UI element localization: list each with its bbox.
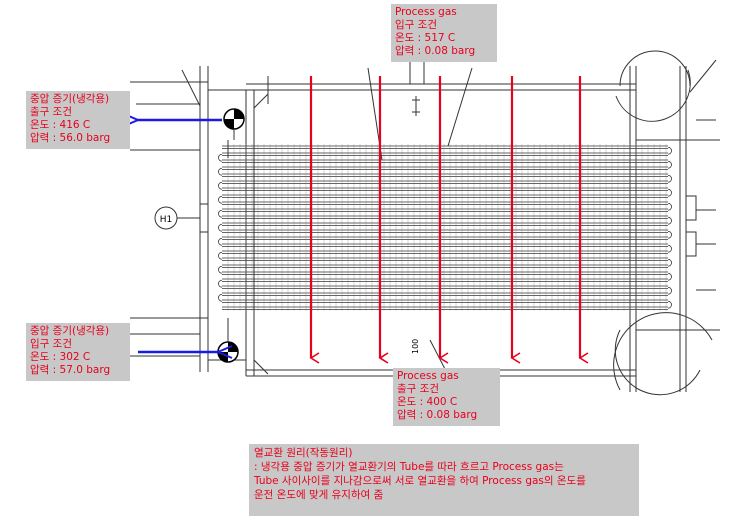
steam-outlet-pressure: 압력 : 56.0 barg: [30, 132, 111, 144]
tube-bend: [218, 293, 223, 302]
tube-bend: [667, 202, 672, 211]
tube-bend: [667, 272, 672, 281]
tube-bend: [218, 251, 223, 260]
process-outlet-label: Process gas 출구 조건 온도 : 400 C 압력 : 0.08 b…: [393, 368, 500, 426]
tube-bend: [667, 244, 672, 253]
process-outlet-title: Process gas: [397, 370, 459, 382]
tube-bend: [667, 286, 672, 295]
principle-note: 열교환 원리(작동원리) : 냉각용 중압 증기가 열교환기의 Tube를 따라…: [249, 444, 639, 516]
tube-bend: [218, 237, 223, 246]
tube-bend: [218, 181, 223, 190]
process-outlet-subtitle: 출구 조건: [397, 383, 439, 395]
tube-bend: [667, 188, 672, 197]
steam-outlet-subtitle: 출구 조건: [30, 106, 72, 118]
tube-bend: [667, 300, 672, 309]
tube-bend: [667, 216, 672, 225]
tube-bend: [667, 258, 672, 267]
tube-bend: [218, 153, 223, 162]
tube-bend: [218, 265, 223, 274]
exchanger-shell: [122, 50, 720, 403]
tube-bundle: [218, 144, 672, 311]
tube-bend: [667, 230, 672, 239]
tube-bend: [218, 167, 223, 176]
tube-bend: [667, 146, 672, 155]
process-inlet-label: Process gas 입구 조건 온도 : 517 C 압력 : 0.08 b…: [391, 4, 497, 62]
principle-line-1: : 냉각용 중압 증기가 열교환기의 Tube를 따라 흐르고 Process …: [254, 461, 564, 473]
steam-inlet-nozzle: [217, 318, 239, 363]
tube-bend: [667, 160, 672, 169]
tube-bend: [218, 223, 223, 232]
process-inlet-pressure: 압력 : 0.08 barg: [395, 45, 476, 57]
tube-bend: [218, 279, 223, 288]
process-inlet-subtitle: 입구 조건: [395, 19, 437, 31]
tube-bend: [218, 195, 223, 204]
tag-h1-label: H1: [160, 215, 173, 225]
steam-flow: [138, 120, 222, 352]
steam-inlet-subtitle: 입구 조건: [30, 338, 72, 350]
process-outlet-temperature: 온도 : 400 C: [397, 396, 458, 408]
tube-bend: [667, 174, 672, 183]
steam-inlet-label: 중압 증기(냉각용) 입구 조건 온도 : 302 C 압력 : 57.0 ba…: [26, 323, 130, 381]
tag-h1-circle: [154, 206, 178, 230]
principle-line-3: 운전 온도에 맞게 유지하여 줌: [254, 489, 384, 501]
steam-outlet-temperature: 온도 : 416 C: [30, 119, 91, 131]
tube-bend: [218, 209, 223, 218]
steam-inlet-title: 중압 증기(냉각용): [30, 325, 110, 337]
principle-line-2: Tube 사이사이를 지나감으로써 서로 열교환을 하여 Process gas…: [254, 475, 586, 487]
dimension-label: 100: [411, 339, 420, 354]
process-gas-flow: [309, 76, 589, 364]
steam-outlet-nozzle: [223, 108, 245, 158]
principle-title: 열교환 원리(작동원리): [254, 447, 353, 459]
steam-inlet-pressure: 압력 : 57.0 barg: [30, 364, 111, 376]
process-inlet-title: Process gas: [395, 6, 457, 18]
process-outlet-pressure: 압력 : 0.08 barg: [397, 409, 478, 421]
process-inlet-temperature: 온도 : 517 C: [395, 32, 456, 44]
steam-outlet-title: 중압 증기(냉각용): [30, 93, 110, 105]
steam-outlet-label: 중압 증기(냉각용) 출구 조건 온도 : 416 C 압력 : 56.0 ba…: [26, 91, 130, 149]
steam-inlet-temperature: 온도 : 302 C: [30, 351, 91, 363]
